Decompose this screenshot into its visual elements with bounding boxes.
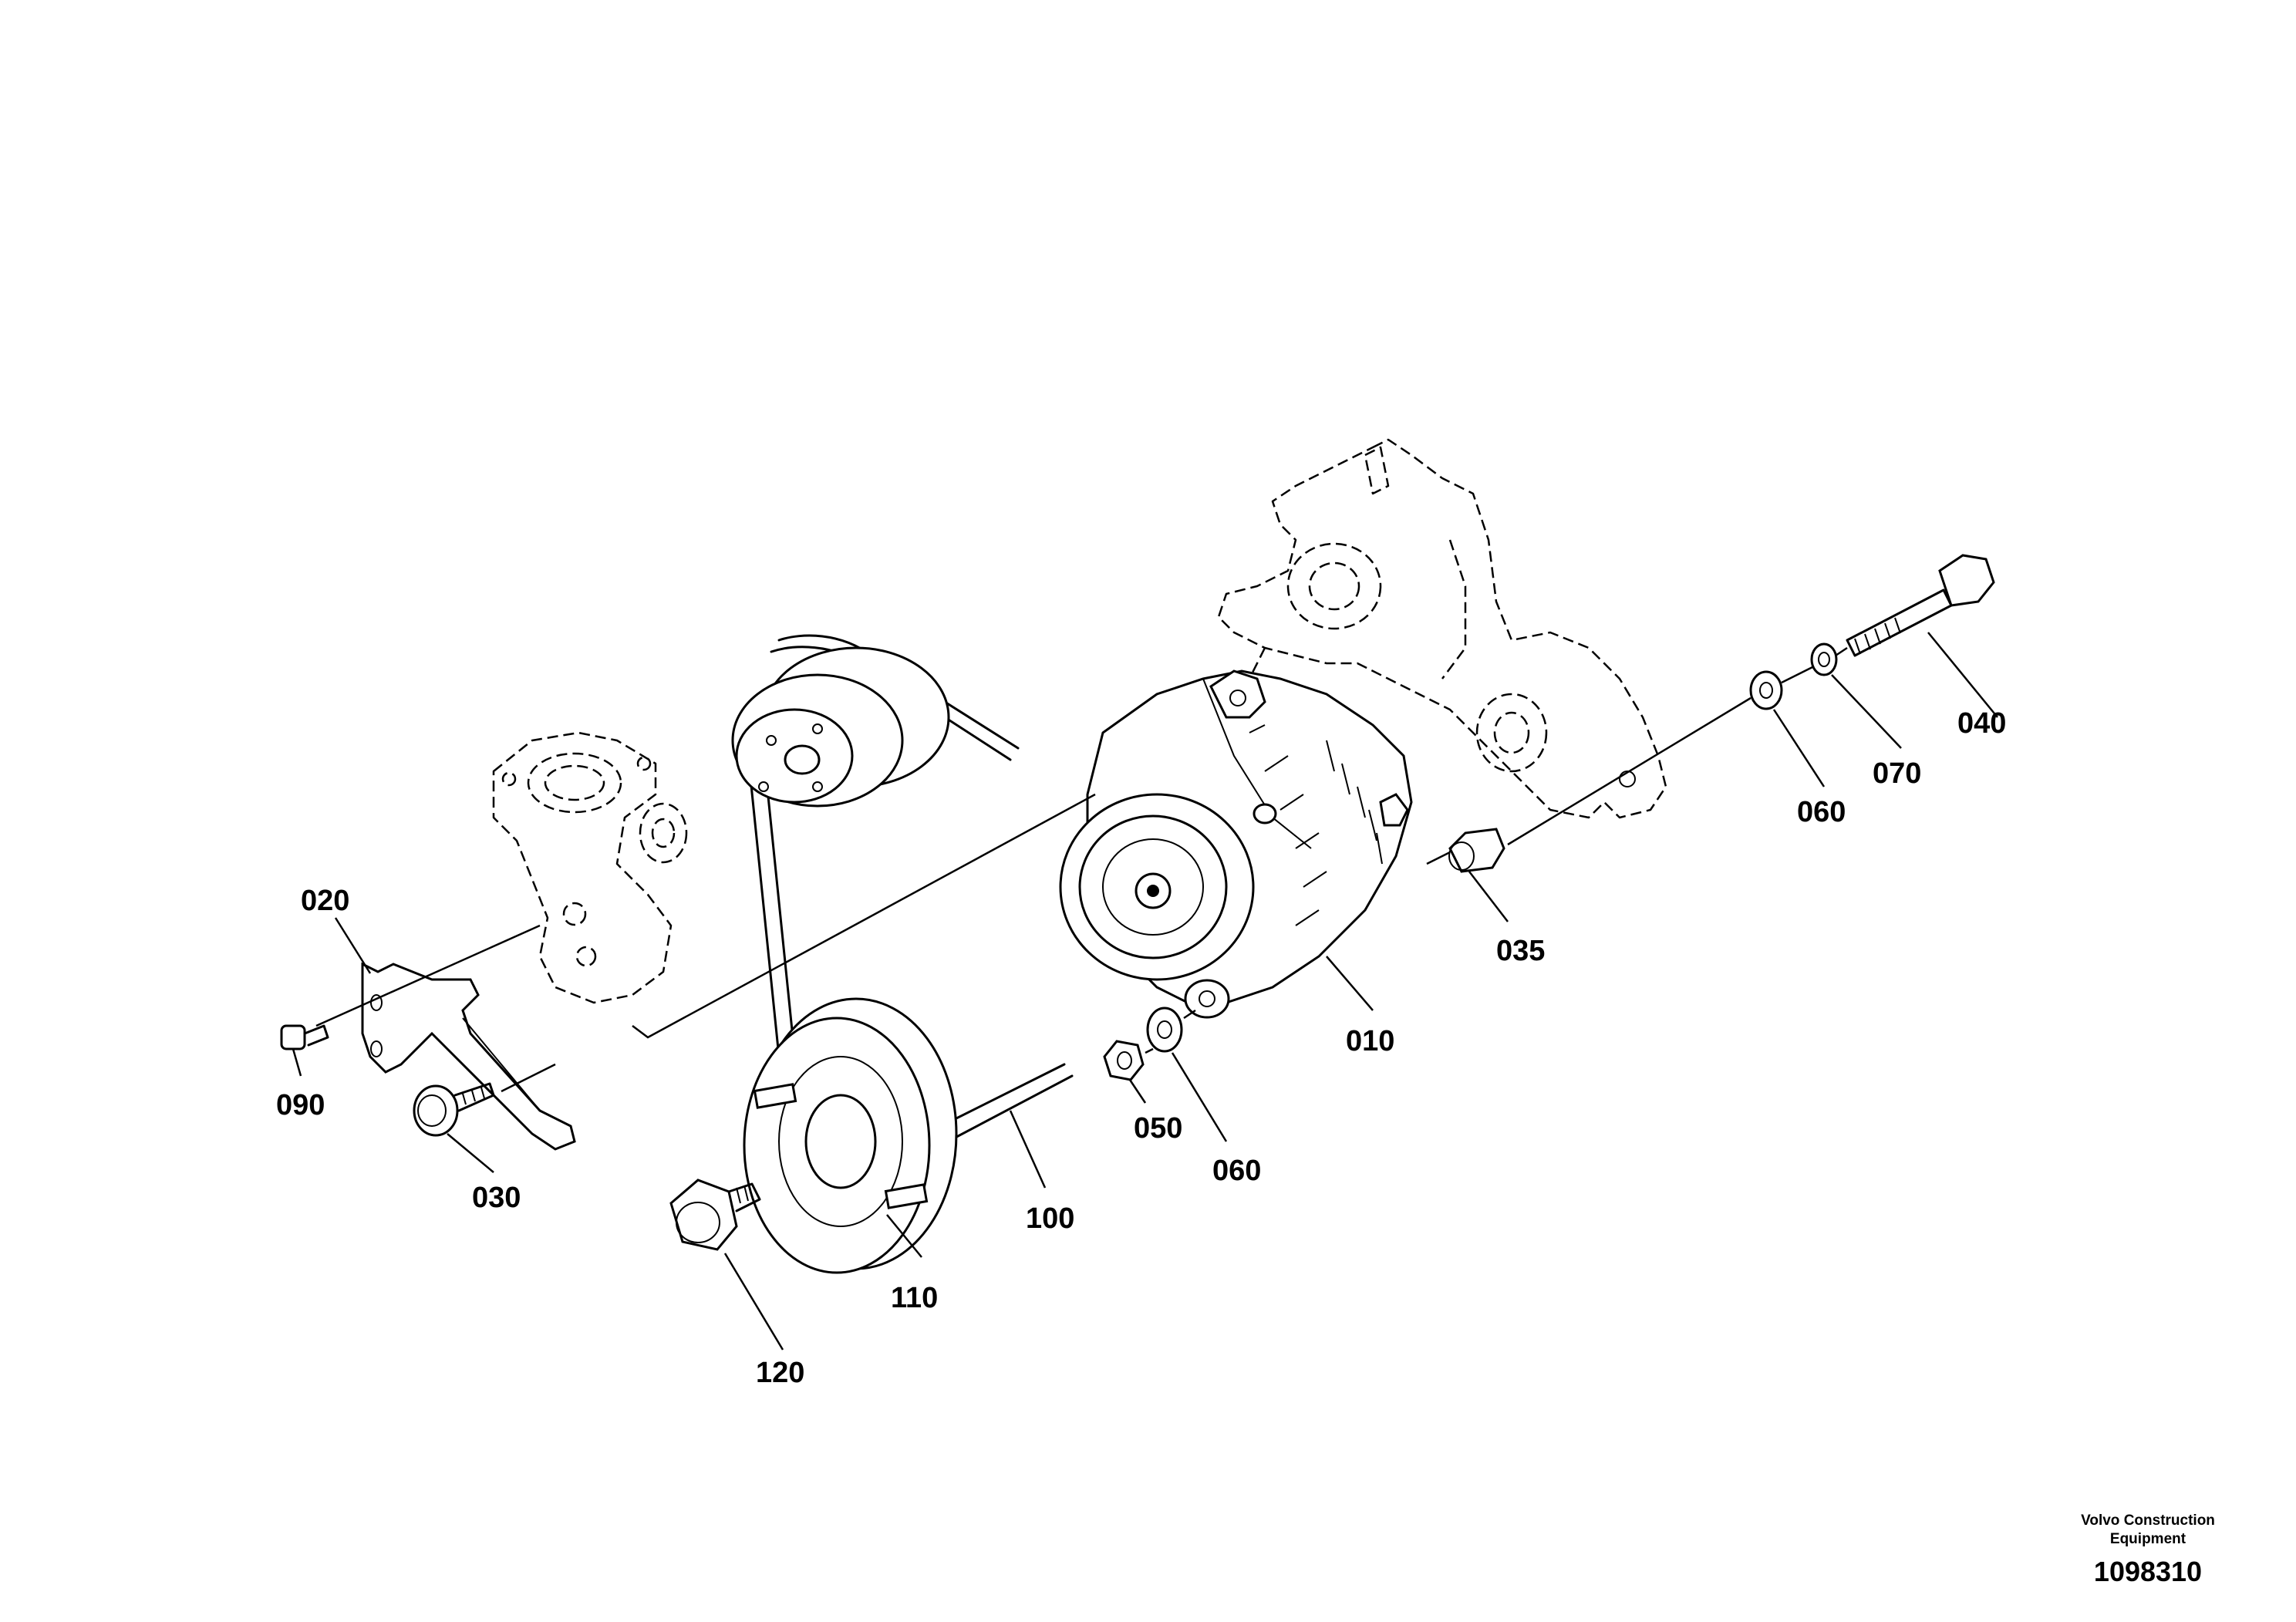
brand-line-2: Equipment [2109, 1531, 2186, 1547]
label-035: 035 [1496, 935, 1545, 967]
label-120: 120 [756, 1357, 804, 1389]
washer-060-lower [1146, 1007, 1183, 1053]
nut-050 [1103, 1040, 1145, 1081]
label-060-upper: 060 [1797, 796, 1846, 828]
crank-pulley [743, 997, 958, 1274]
label-020: 020 [301, 885, 349, 917]
brand-block: Volvo Construction Equipment 1098310 [2048, 1512, 2248, 1589]
spacer-035 [1448, 828, 1505, 873]
assembly-centerlines [315, 646, 1848, 1093]
label-050: 050 [1134, 1112, 1182, 1145]
label-060-lower: 060 [1212, 1155, 1261, 1187]
label-070: 070 [1873, 757, 1921, 790]
bracket [361, 962, 576, 1151]
bolt-090 [280, 1024, 329, 1050]
label-110: 110 [891, 1282, 938, 1314]
bolt-120 [669, 1179, 761, 1251]
part-labels: 020 090 030 035 040 050 060 060 070 010 … [276, 707, 2006, 1389]
bolt-040 [1846, 554, 1995, 657]
label-010: 010 [1346, 1025, 1394, 1057]
spring-washer-070 [1810, 642, 1838, 676]
label-040: 040 [1957, 707, 2006, 740]
label-100: 100 [1026, 1202, 1074, 1235]
washer-060-upper [1749, 670, 1783, 710]
label-090: 090 [276, 1089, 325, 1121]
bolt-030 [413, 1082, 495, 1137]
label-030: 030 [472, 1182, 521, 1214]
label-leaders [292, 632, 1998, 1351]
document-number: 1098310 [2093, 1556, 2203, 1587]
upper-pulley [731, 646, 950, 808]
alternator [1059, 669, 1413, 1019]
thermostat-housing-phantom [492, 731, 688, 1004]
brand-line-1: Volvo Construction [2081, 1512, 2215, 1529]
